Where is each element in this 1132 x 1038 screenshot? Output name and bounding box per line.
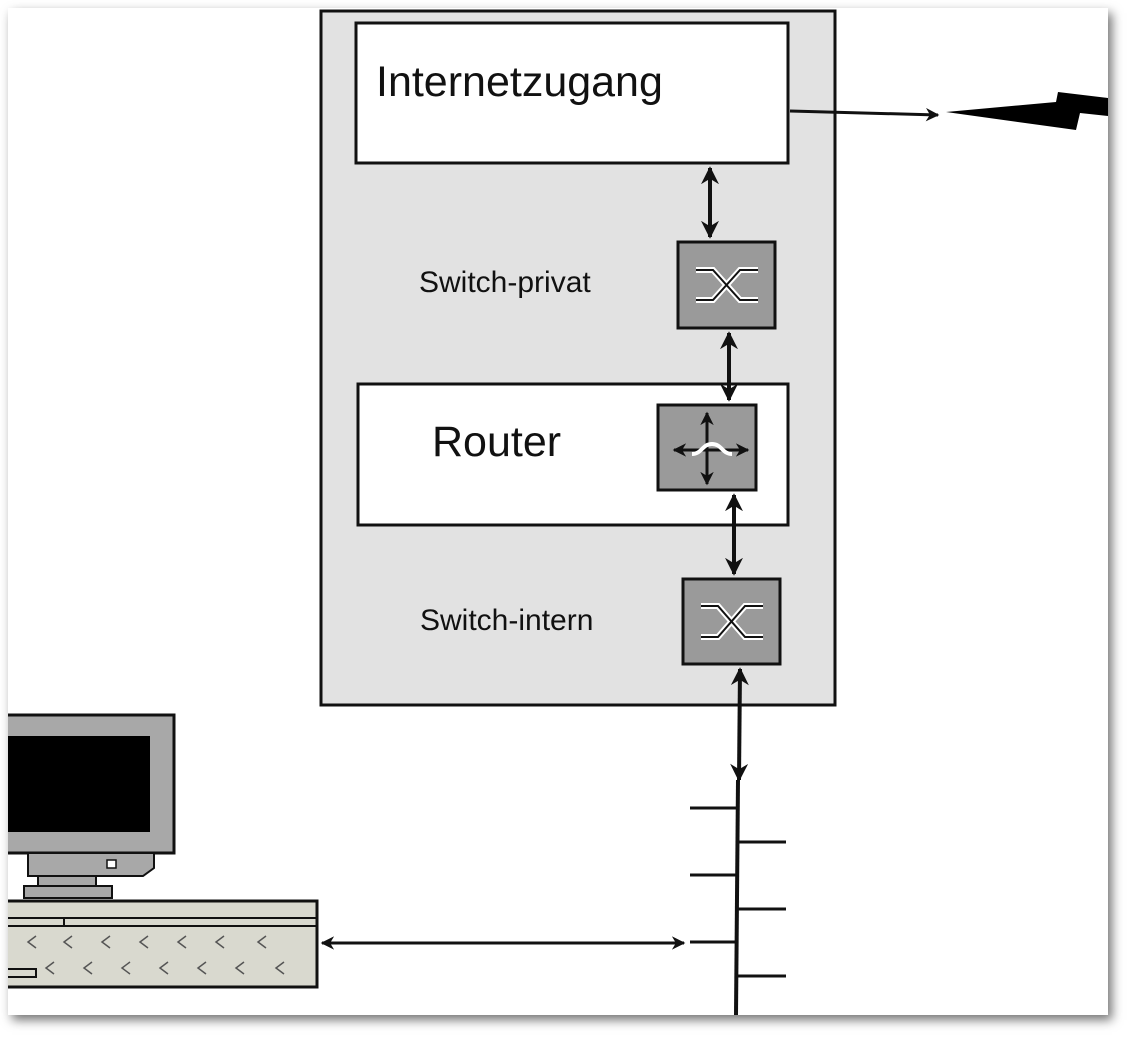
computer-icon [8, 713, 176, 899]
keyboard-icon [8, 899, 319, 989]
link-internet-out [789, 107, 940, 122]
link-switch-bus [730, 667, 749, 782]
internet-access-label: Internetzugang [376, 58, 663, 106]
switch-icon [681, 577, 782, 666]
router-icon [656, 403, 758, 492]
lightning-icon [946, 92, 1108, 130]
switch-private-label: Switch-privat [419, 266, 591, 299]
diagram-card: Internetzugang Switch-privat Router Swit… [8, 8, 1108, 1015]
switch-icon [676, 240, 777, 330]
switch-internal-label: Switch-intern [420, 604, 594, 637]
router-label: Router [432, 418, 562, 466]
network-diagram [8, 9, 1108, 1015]
network-bus [690, 779, 786, 1015]
internet-access-box [354, 21, 790, 165]
